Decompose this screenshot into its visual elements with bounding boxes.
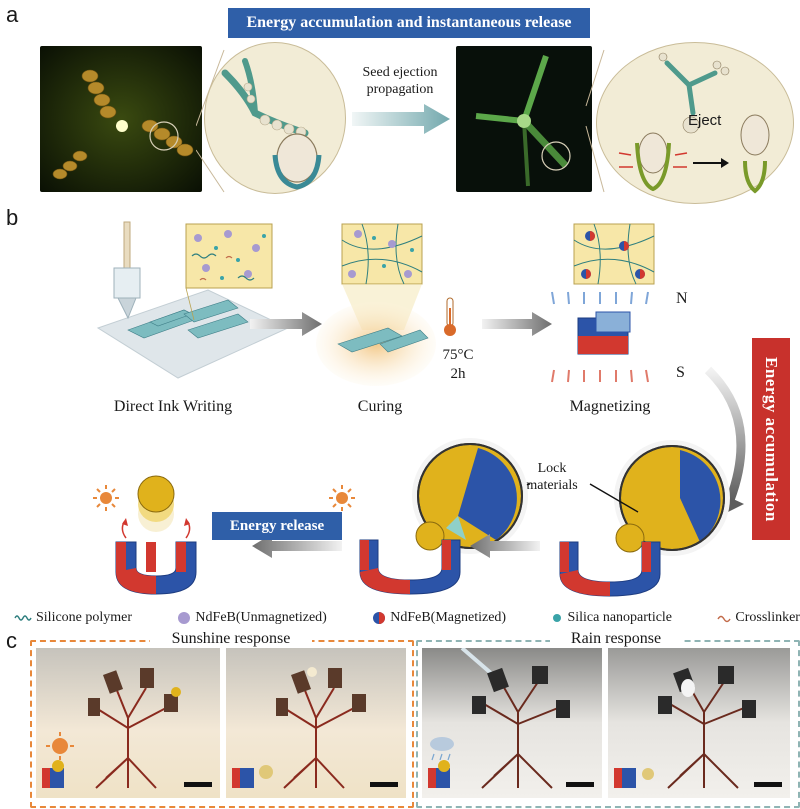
legend: Silicone polymer NdFeB(Unmagnetized) NdF… [14,610,800,626]
sunshine-photo-1 [36,648,220,798]
zoom-lines-right [585,49,605,193]
legend-label: Silicone polymer [36,610,133,625]
energy-accumulation-bar: Energy accumulation [752,338,790,540]
lock-materials-label: Lock materials [526,461,578,493]
legend-crosslinker: Crosslinker [717,610,800,626]
sunshine-response-title: Sunshine response [150,630,312,648]
purple-dot-icon [178,612,191,624]
crosslinker-tilde-icon [717,615,732,623]
rain-response-title: Rain response [550,630,682,648]
pole-south: S [676,364,685,381]
rain-photo-2 [608,648,790,798]
curing-conditions: 75°C 2h [436,346,480,384]
seed-pod-photo-before [40,46,202,192]
legend-label: Crosslinker [735,610,800,625]
red-blue-dot-icon [373,612,386,624]
legend-label: Silica nanoparticle [567,610,673,625]
thermometer-icon [444,297,456,336]
magnetizing-illustration [540,220,670,395]
process-arrow-1 [250,312,322,336]
legend-label: NdFeB(Magnetized) [390,610,507,625]
step-magnetizing: Magnetizing [569,398,651,415]
process-arrow-4 [252,534,342,558]
locked-magnet-assembly-right [550,438,730,598]
process-arrow-2 [482,312,552,336]
sunshine-photo-2 [226,648,406,798]
curing-duration: 2h [450,366,466,382]
sun-icon [328,484,356,512]
curing-illustration [312,220,442,400]
legend-silica-nanoparticle: Silica nanoparticle [551,610,672,626]
energy-release-banner: Energy release [212,512,342,540]
panel-a-banner: Energy accumulation and instantaneous re… [228,8,590,38]
legend-label: NdFeB(Unmagnetized) [195,610,327,625]
seed-pod-inset-after [596,42,794,204]
released-magnet-assembly [96,468,216,598]
process-arrow-3 [470,534,540,558]
seed-pod-inset-before [204,42,346,194]
seed-pod-photo-after [456,46,592,192]
propagation-arrow [352,104,450,134]
legend-ndfeb-magnetized: NdFeB(Magnetized) [372,610,506,626]
teal-dot-icon [553,614,562,622]
step-curing: Curing [357,398,403,415]
direct-ink-writing-illustration [88,218,290,388]
panel-c-letter: c [6,628,17,653]
step-direct-ink-writing: Direct Ink Writing [113,398,233,415]
rain-photo-1 [422,648,602,798]
curing-temperature: 75°C [442,347,474,363]
pole-north: N [676,290,688,307]
panel-b-letter: b [6,205,19,230]
legend-silicone-polymer: Silicone polymer [14,610,132,626]
seed-ejection-label: Seed ejection propagation [362,65,438,97]
sun-icon-released [92,484,120,512]
legend-ndfeb-unmagnetized: NdFeB(Unmagnetized) [177,610,327,626]
eject-label: Eject [688,112,722,129]
panel-a-letter: a [6,2,19,27]
locked-magnet-assembly-middle [350,436,530,596]
silicone-wave-icon [14,615,32,621]
